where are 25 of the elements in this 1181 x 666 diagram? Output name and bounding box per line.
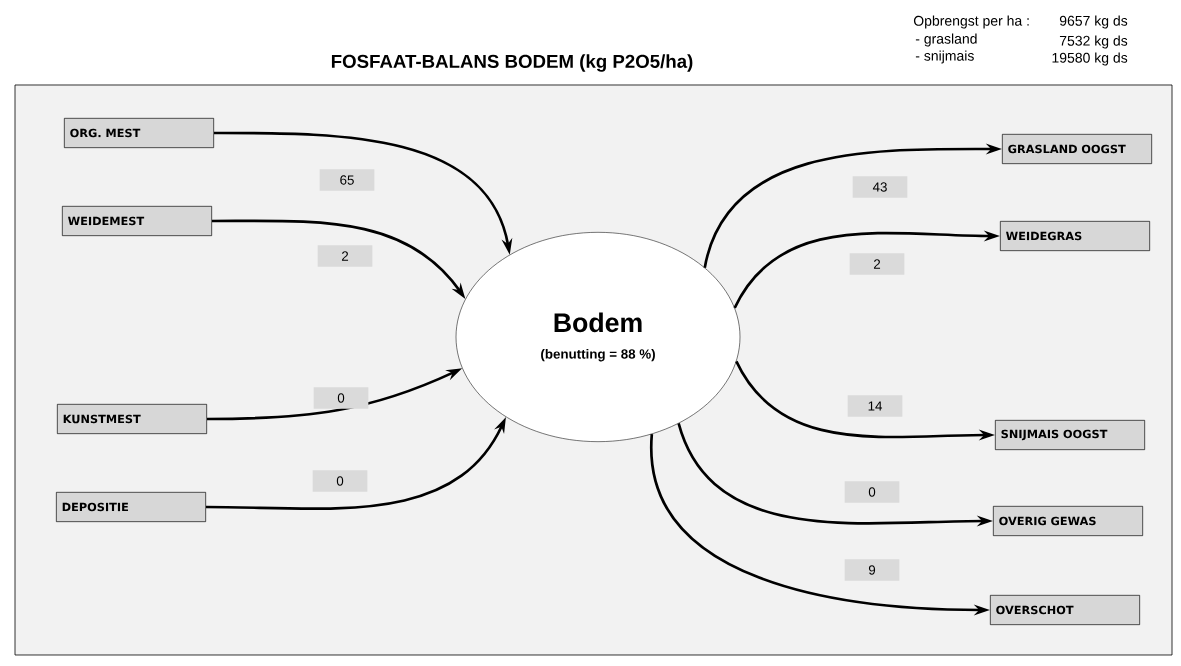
header-note: Opbrengst per ha : — [913, 15, 1029, 29]
edge-label: 0 — [313, 387, 369, 409]
flow-box: WEIDEGRAS — [1000, 221, 1150, 251]
edge-label: 0 — [312, 470, 368, 492]
flow-box: OVERIG GEWAS — [993, 506, 1143, 536]
flow-box: DEPOSITIE — [56, 492, 206, 522]
header-note: - grasland — [915, 33, 977, 47]
flow-box: KUNSTMEST — [57, 404, 207, 434]
header-note: 19580 kg ds — [1052, 52, 1128, 66]
header-note: 7532 kg ds — [1059, 35, 1128, 49]
flow-box: OVERSCHOT — [990, 595, 1140, 625]
title: FOSFAAT-BALANS BODEM (kg P2O5/ha) — [331, 54, 693, 72]
header-note: - snijmais — [915, 50, 974, 64]
header-note: 9657 kg ds — [1059, 15, 1128, 29]
flow-box: GRASLAND OOGST — [1002, 134, 1152, 164]
flow-box: SNIJMAIS OOGST — [995, 420, 1145, 450]
edge-label: 2 — [849, 253, 905, 275]
edge-label: 43 — [852, 176, 908, 198]
edge-label: 2 — [317, 245, 373, 267]
edge-label: 0 — [844, 481, 900, 503]
flow-box: ORG. MEST — [64, 118, 214, 148]
flow-box: WEIDEMEST — [62, 206, 212, 236]
edge-label: 65 — [319, 169, 375, 191]
edge-label: 14 — [847, 395, 903, 417]
edge-label: 9 — [844, 559, 900, 581]
